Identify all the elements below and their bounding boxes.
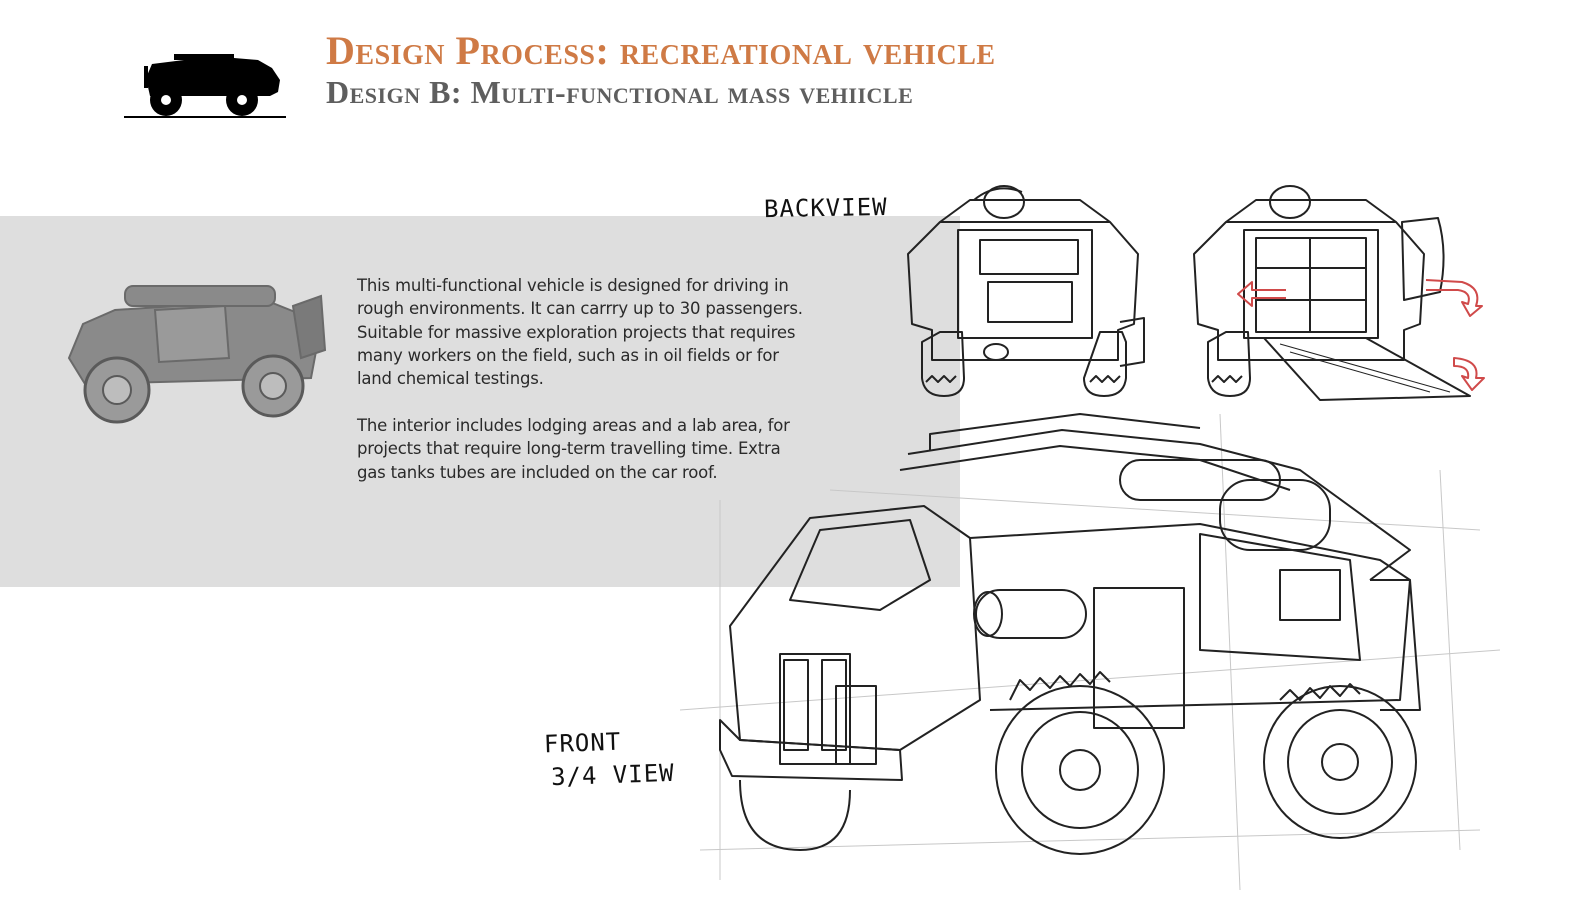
front-view-label-line2: 3/4 VIEW xyxy=(550,758,676,792)
backview-open-sketch xyxy=(1193,185,1485,401)
description-paragraph: The interior includes lodging areas and … xyxy=(357,416,790,482)
front-view-label-line1: FRONT xyxy=(543,727,622,759)
backview-closed-sketch xyxy=(907,185,1145,397)
backview-label: BACKVIEW xyxy=(763,192,888,224)
description-paragraph: This multi-functional vehicle is designe… xyxy=(357,276,803,389)
page-subtitle: Design B: Multi-functional mass vehiicle xyxy=(326,74,914,110)
vehicle-render-image xyxy=(67,285,327,424)
front-three-quarter-sketch xyxy=(679,413,1501,891)
page-title: Design Process: recreational vehicle xyxy=(326,28,996,73)
silhouette-vehicle-icon xyxy=(124,54,286,118)
description-panel xyxy=(0,216,960,587)
